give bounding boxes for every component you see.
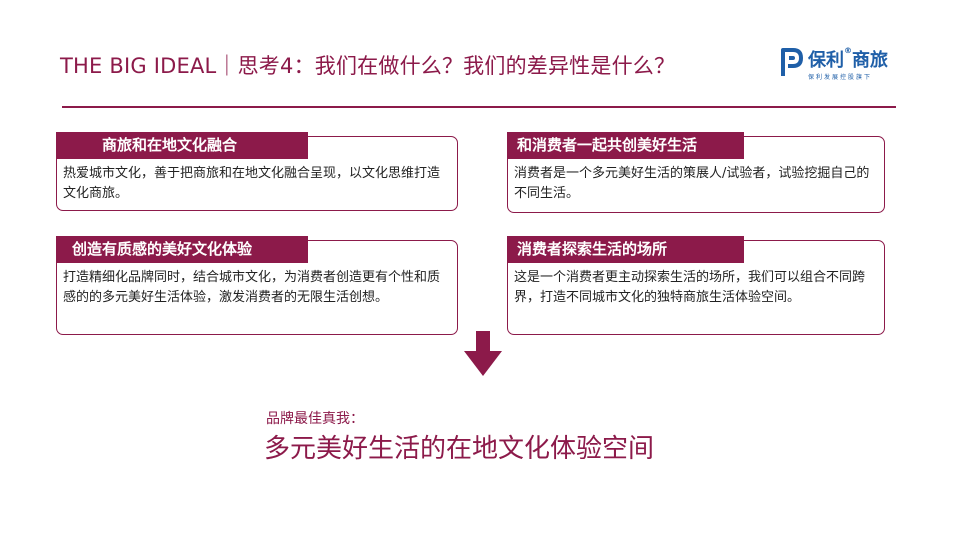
logo-subtitle: 保利发展控股旗下: [808, 74, 873, 81]
logo-p-icon: [781, 48, 803, 76]
card-co-create: 和消费者一起共创美好生活 消费者是一个多元美好生活的策展人/试验者，试验挖掘自己…: [507, 132, 885, 213]
card-culture-fusion: 商旅和在地文化融合 热爱城市文化，善于把商旅和在地文化融合呈现，以文化思维打造文…: [56, 132, 458, 211]
page-title: THE BIG IDEAL｜思考4：我们在做什么？我们的差异性是什么？: [60, 54, 676, 78]
card-heading: 消费者探索生活的场所: [507, 236, 744, 263]
card-heading: 商旅和在地文化融合: [56, 132, 308, 159]
card-quality-experience: 创造有质感的美好文化体验 打造精细化品牌同时，结合城市文化，为消费者创造更有个性…: [56, 236, 458, 335]
logo-text: 保利®商旅: [808, 46, 888, 71]
card-body: 这是一个消费者更主动探索生活的场所，我们可以组合不同跨界，打造不同城市文化的独特…: [514, 270, 866, 305]
title-divider: [62, 106, 896, 108]
brand-ideal-statement: 多元美好生活的在地文化体验空间: [264, 434, 655, 464]
card-body: 热爱城市文化，善于把商旅和在地文化融合呈现，以文化思维打造文化商旅。: [63, 166, 441, 201]
card-heading: 创造有质感的美好文化体验: [56, 236, 308, 263]
brand-logo: 保利®商旅 保利发展控股旗下: [780, 46, 900, 86]
card-heading: 和消费者一起共创美好生活: [507, 132, 744, 159]
card-body: 打造精细化品牌同时，结合城市文化，为消费者创造更有个性和质感的的多元美好生活体验…: [63, 270, 441, 305]
card-explore-place: 消费者探索生活的场所 这是一个消费者更主动探索生活的场所，我们可以组合不同跨界，…: [507, 236, 885, 335]
brand-ideal-label: 品牌最佳真我：: [266, 411, 364, 427]
down-arrow-icon: [464, 331, 502, 376]
card-body: 消费者是一个多元美好生活的策展人/试验者，试验挖掘自己的不同生活。: [514, 166, 870, 201]
